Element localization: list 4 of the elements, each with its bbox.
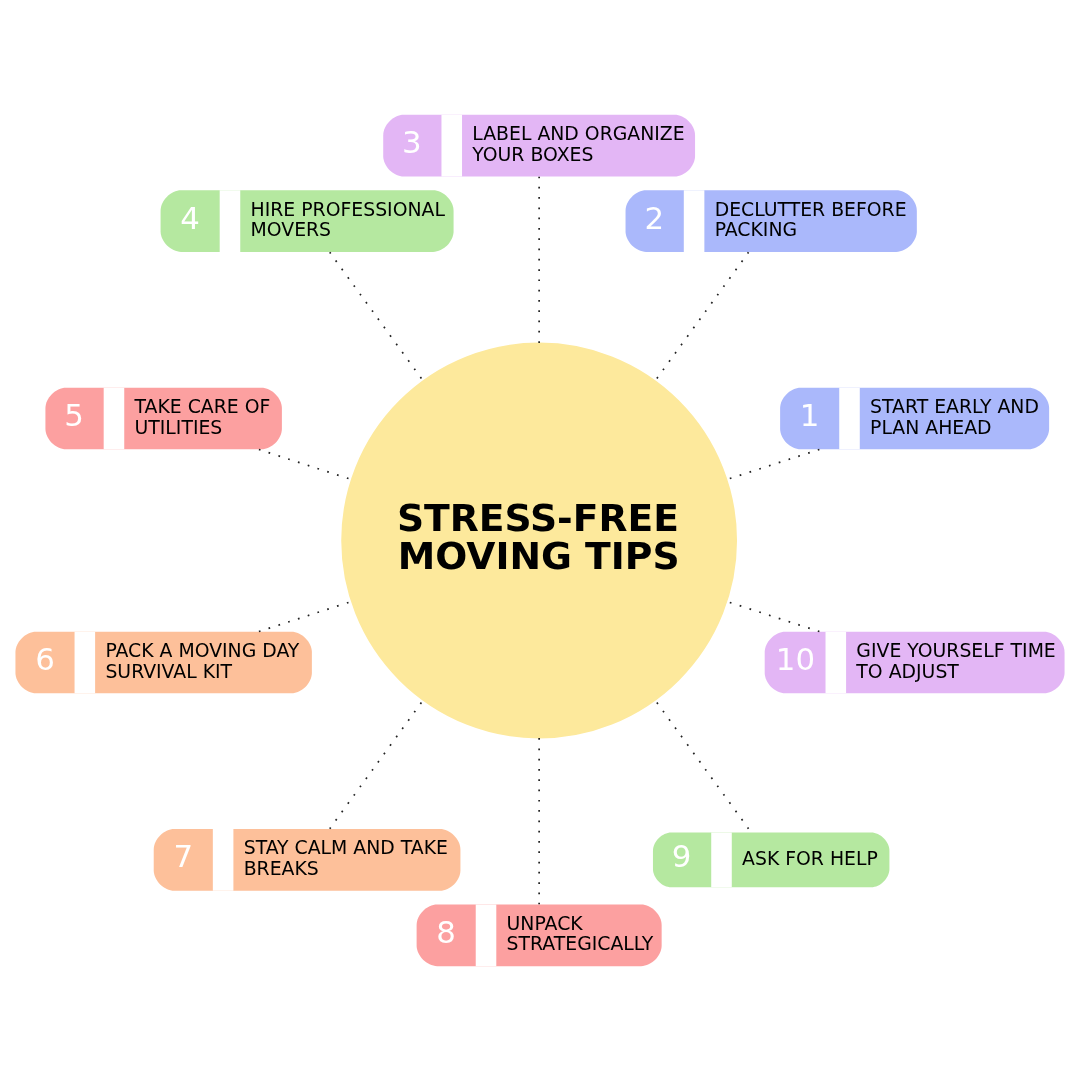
connector: [654, 250, 750, 382]
connector: [328, 250, 425, 382]
node-circle: STRESS-FREE MOVING TIPS: [341, 342, 738, 738]
connector: [258, 600, 352, 632]
